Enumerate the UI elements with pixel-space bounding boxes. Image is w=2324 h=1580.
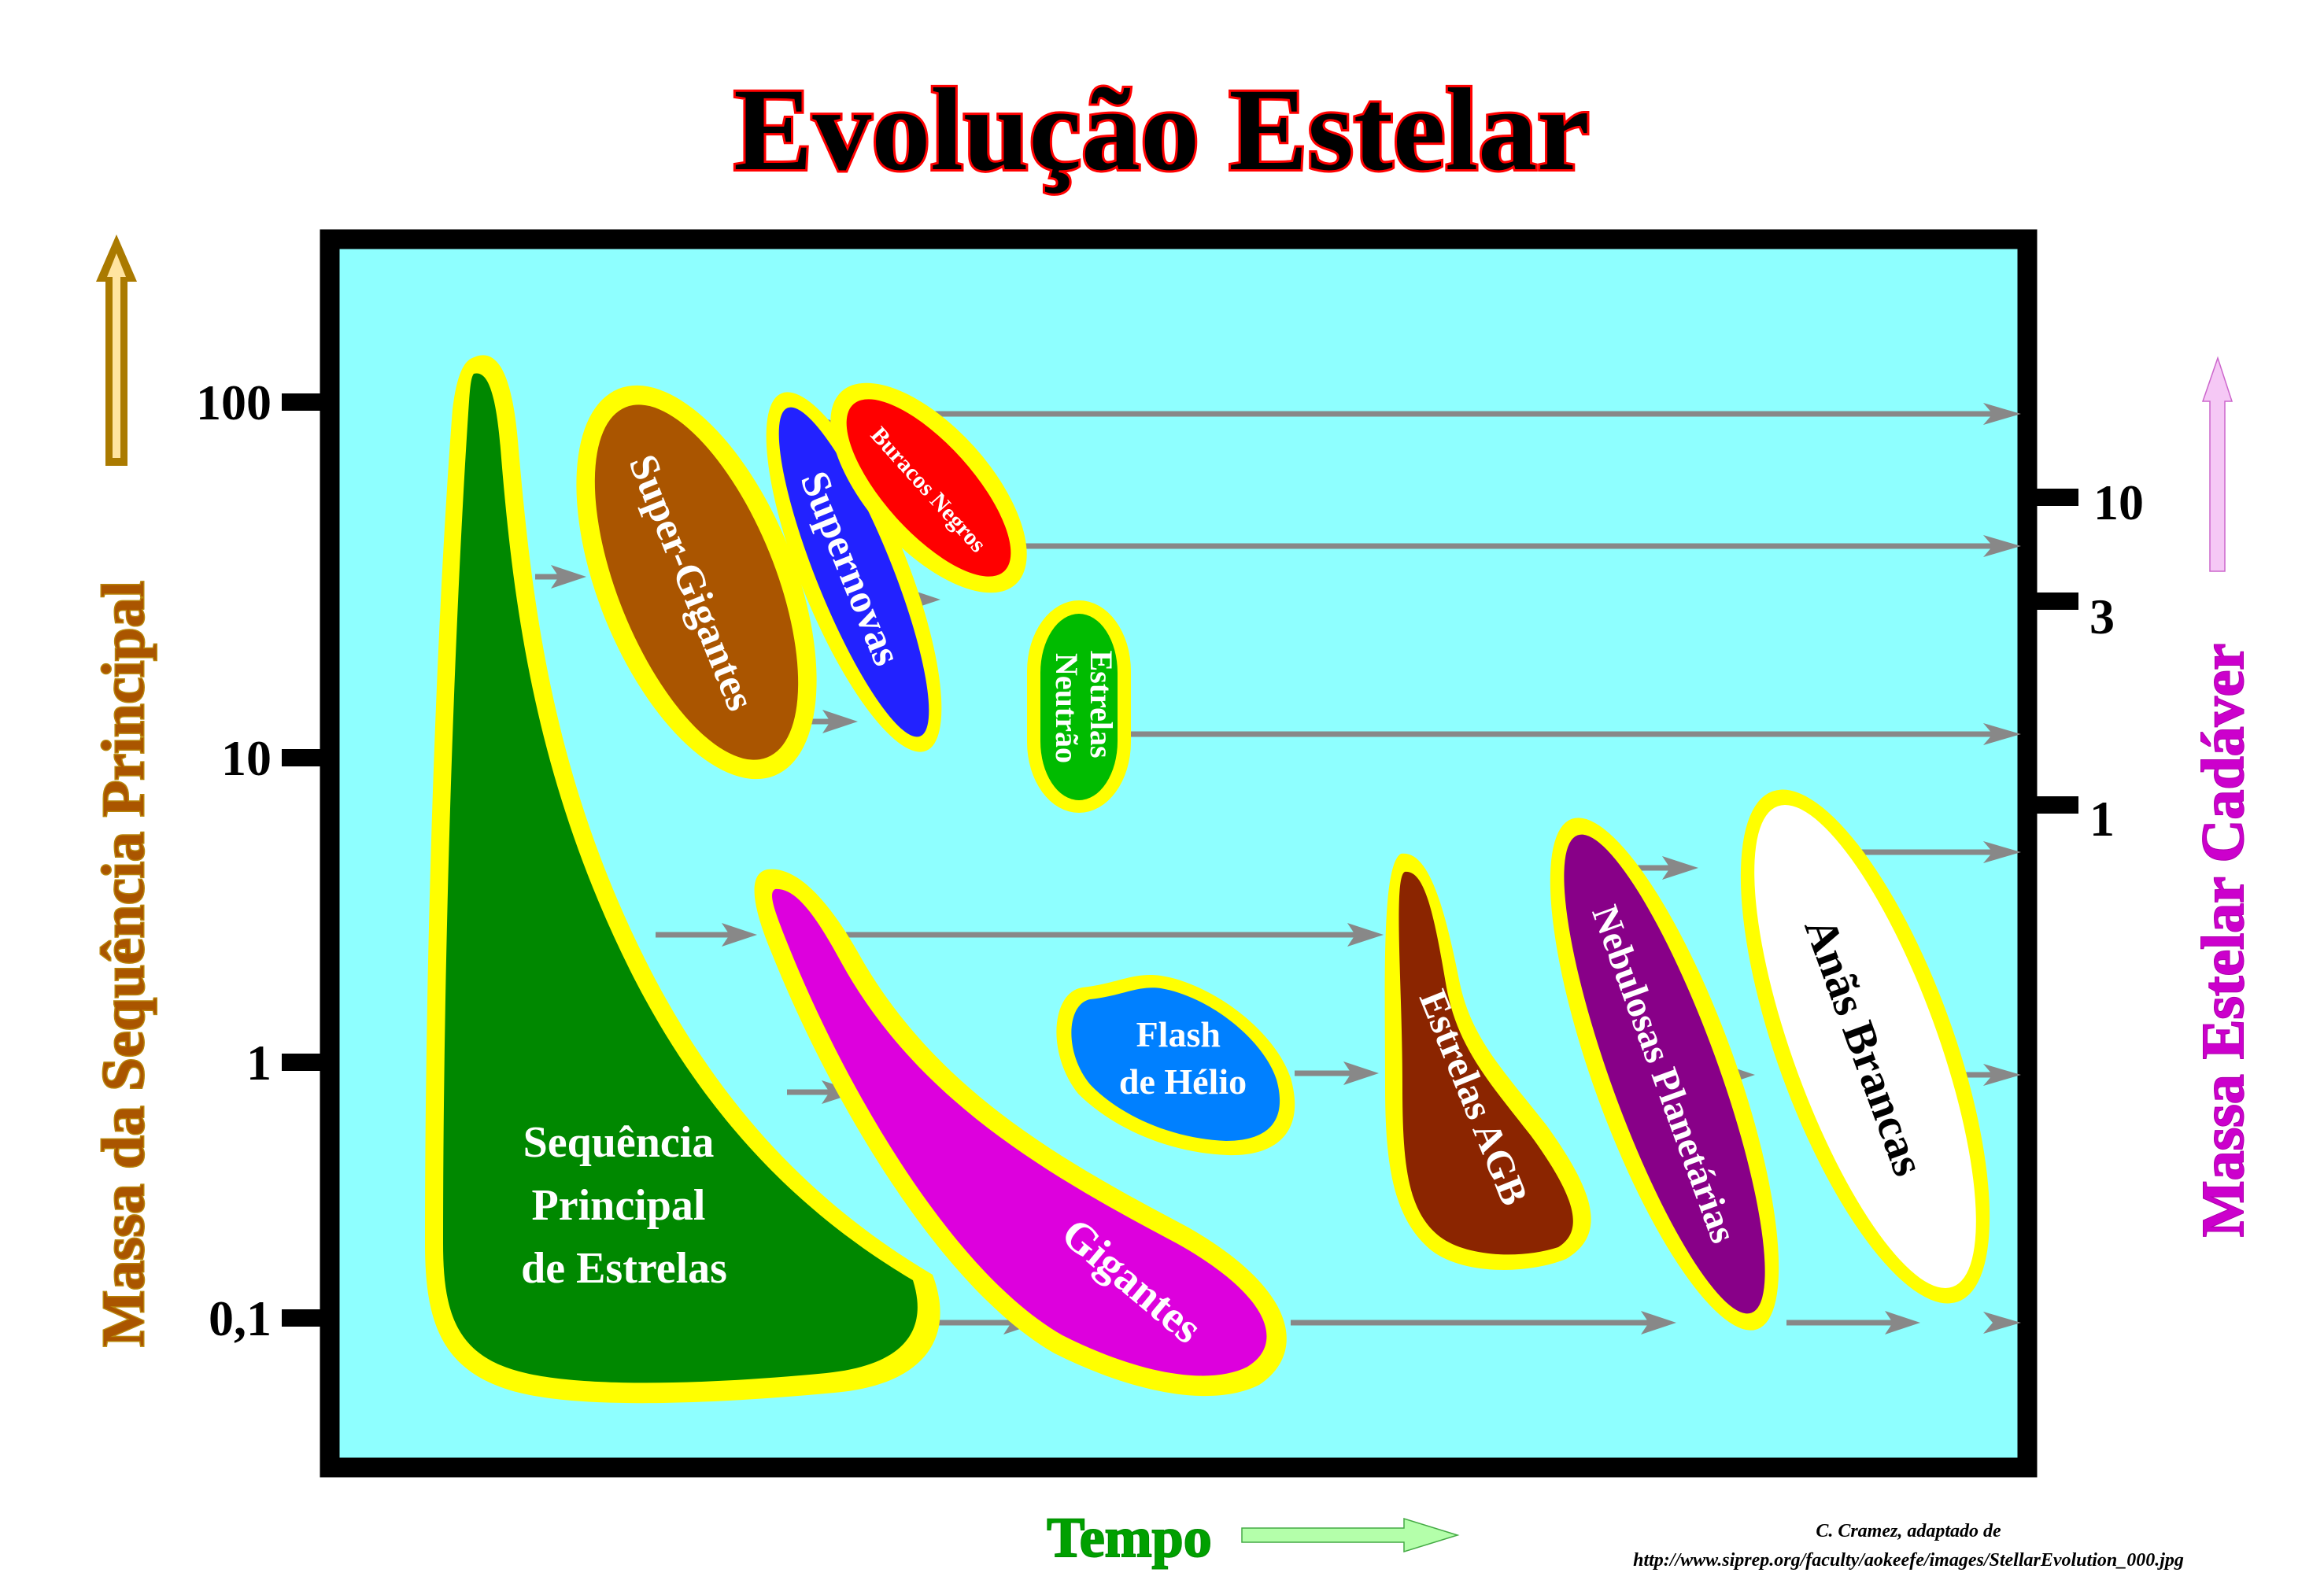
tick-label-0-1: 0,1 xyxy=(209,1290,272,1346)
region-neutron-stars: Estrelas Neutrão xyxy=(1027,600,1131,813)
tick-0-1 xyxy=(282,1309,323,1327)
x-axis-label: Tempo xyxy=(1047,1506,1211,1569)
credit-line-2: http://www.siprep.org/faculty/aokeefe/im… xyxy=(1633,1550,2184,1571)
tick-10 xyxy=(282,749,323,766)
neutron-stars-label: Estrelas Neutrão xyxy=(1049,650,1119,766)
page-title: Evolução Estelar xyxy=(733,65,1589,195)
region-helium-flash: Flash de Hélio xyxy=(1056,974,1295,1156)
left-axis-ticks: 100 10 1 0,1 xyxy=(196,375,323,1346)
tick-right-label-3: 3 xyxy=(2089,589,2115,644)
up-arrow-icon xyxy=(96,234,137,466)
main-sequence-label: Sequência Principal de Estrelas xyxy=(521,1118,727,1293)
region-supernovas: Supernovas xyxy=(766,392,942,752)
tick-label-10: 10 xyxy=(221,730,272,786)
y-axis-left-label: Massa da Sequência Principal xyxy=(91,581,157,1346)
tick-1 xyxy=(282,1054,323,1071)
y-axis-right-label: Massa Estelar Cadáver xyxy=(2190,644,2256,1237)
up-arrow-icon xyxy=(2201,356,2233,572)
right-axis-ticks: 10 3 1 xyxy=(2034,474,2144,847)
right-arrow-icon xyxy=(1241,1517,1460,1553)
region-black-holes: Buracos Negros xyxy=(830,382,1027,593)
region-giants: Gigantes xyxy=(754,869,1287,1397)
tick-right-3 xyxy=(2034,592,2078,610)
helium-flash-label: Flash de Hélio xyxy=(1119,1014,1247,1102)
credit-line-1: C. Cramez, adaptado de xyxy=(1816,1521,2001,1541)
tick-right-10 xyxy=(2034,489,2078,506)
tick-right-label-10: 10 xyxy=(2093,474,2144,530)
tick-label-1: 1 xyxy=(246,1035,272,1091)
tick-label-100: 100 xyxy=(196,375,272,430)
tick-100 xyxy=(282,393,323,411)
region-main-sequence: Sequência Principal de Estrelas xyxy=(425,355,940,1404)
tick-right-label-1: 1 xyxy=(2089,791,2115,847)
tick-right-1 xyxy=(2034,796,2078,814)
region-super-giants: Super-Gigantes xyxy=(576,385,817,780)
region-white-dwarfs: Anãs Brancas xyxy=(1740,789,1990,1304)
